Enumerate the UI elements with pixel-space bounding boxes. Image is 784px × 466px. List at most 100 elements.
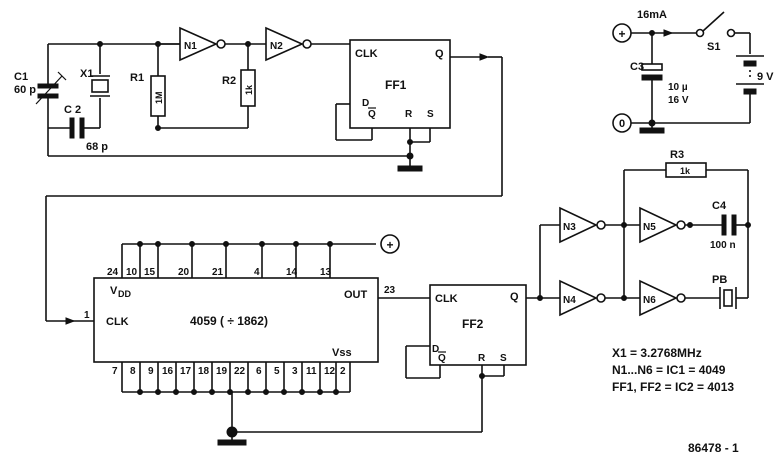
ff1-s-label: S — [427, 109, 434, 120]
c3-value2-label: 16 V — [668, 95, 689, 106]
bottom-pin-2: 8 — [130, 366, 136, 377]
divider-4059: V DD CLK 4059 ( ÷ 1862) OUT Vss 1 23 24 — [84, 234, 430, 395]
ic4059-part-label: 4059 ( ÷ 1862) — [190, 314, 268, 328]
note-ic1: N1...N6 = IC1 = 4049 — [612, 363, 726, 377]
inverter-n4: N4 — [559, 279, 640, 317]
crystal-x1: X1 — [80, 44, 110, 104]
inverter-n1: N1 — [158, 26, 266, 62]
inverter-n6: N6 — [639, 279, 720, 317]
ic4059-out-pin: 23 — [384, 285, 396, 296]
inverter-n5: N5 — [639, 206, 722, 244]
s1-ref-label: S1 — [707, 41, 720, 53]
note-ic2: FF1, FF2 = IC2 = 4013 — [612, 380, 734, 394]
bottom-pin-12: 11 — [306, 366, 317, 377]
vdd-pins: 24 10 15 20 21 4 14 13 — [107, 241, 333, 278]
ff2-s-label: S — [500, 353, 507, 364]
n3-label: N3 — [563, 222, 576, 233]
c3-value1-label: 10 µ — [668, 82, 688, 93]
n4-label: N4 — [563, 295, 576, 306]
bottom-pin-11: 3 — [292, 366, 298, 377]
inverter-n2: N2 — [265, 26, 350, 62]
ff1-d-label: D — [362, 98, 369, 109]
ff1-q-label: Q — [435, 48, 444, 60]
vss-pins: 7 8 9 16 17 18 19 22 6 5 3 11 12 2 — [112, 362, 351, 395]
vdd-plus-label: + — [386, 238, 393, 252]
ff2-clk-label: CLK — [435, 293, 458, 305]
c4-value-label: 100 n — [710, 240, 736, 251]
c2-value-label: 68 p — [86, 141, 108, 153]
c4-ref-label: C4 — [712, 200, 727, 212]
ground-symbol-supply — [639, 123, 665, 134]
switch-s1: S1 — [695, 11, 750, 53]
resistor-r3: 1k R3 — [665, 149, 707, 178]
capacitor-c4: C4 100 n — [710, 200, 748, 251]
ic4059-clk-pin: 1 — [84, 310, 90, 321]
ff1-qbar-label: Q — [368, 109, 376, 120]
ff1-clk-label: CLK — [355, 48, 378, 60]
ic4059-clk-label: CLK — [106, 316, 129, 328]
notes-block: X1 = 3.2768MHz N1...N6 = IC1 = 4049 FF1,… — [612, 346, 739, 455]
c1-value-label: 60 p — [14, 84, 36, 96]
ic4059-vss-label: Vss — [332, 347, 352, 359]
top-pin-1: 24 — [107, 267, 119, 278]
n5-label: N5 — [643, 222, 656, 233]
ic4059-out-label: OUT — [344, 289, 368, 301]
battery-9v: 9 V — [736, 33, 774, 123]
ff2-d-label: D — [432, 344, 439, 355]
r1-value-label: 1M — [154, 91, 164, 104]
n6-label: N6 — [643, 295, 656, 306]
trimmer-capacitor-c1: C1 60 p — [14, 44, 67, 156]
supply-current-label: 16mA — [637, 9, 667, 21]
r3-value-label: 1k — [680, 166, 691, 176]
bottom-pin-6: 18 — [198, 366, 210, 377]
top-pin-2: 10 — [126, 267, 138, 278]
bottom-pin-10: 5 — [274, 366, 280, 377]
ff2-q-label: Q — [510, 291, 519, 303]
bottom-pin-14: 2 — [340, 366, 346, 377]
inverter-n3: N3 — [559, 206, 640, 244]
figure-number: 86478 - 1 — [688, 441, 739, 455]
c2-ref-label: C 2 — [64, 104, 81, 116]
r2-ref-label: R2 — [222, 75, 236, 87]
c1-ref-label: C1 — [14, 71, 28, 83]
ic4059-vdd-label: V — [110, 285, 118, 297]
ff2-r-label: R — [478, 353, 486, 364]
top-pin-6: 4 — [254, 267, 260, 278]
top-pin-4: 20 — [178, 267, 190, 278]
bottom-pin-4: 16 — [162, 366, 174, 377]
top-pin-8: 13 — [320, 267, 332, 278]
n2-label: N2 — [270, 41, 283, 52]
r2-value-label: 1k — [244, 84, 254, 95]
resistor-r1: R1 1M — [130, 44, 248, 129]
piezo-buzzer-pb: PB — [712, 274, 748, 309]
supply-zero-label: 0 — [619, 118, 625, 130]
note-crystal: X1 = 3.2768MHz — [612, 346, 702, 360]
r1-ref-label: R1 — [130, 72, 144, 84]
bottom-pin-7: 19 — [216, 366, 228, 377]
resistor-r2: R2 1k — [222, 44, 256, 128]
output-driver-section: N3 N4 1k R3 N5 — [537, 149, 751, 317]
capacitor-c2: C 2 68 p — [48, 104, 108, 153]
oscillator-section: C1 60 p C 2 68 p X1 R1 — [14, 26, 503, 325]
pb-ref-label: PB — [712, 274, 727, 286]
top-pin-7: 14 — [286, 267, 298, 278]
bottom-pin-1: 7 — [112, 366, 118, 377]
r3-ref-label: R3 — [670, 149, 684, 161]
bottom-pin-3: 9 — [148, 366, 154, 377]
ff1-name-label: FF1 — [385, 78, 407, 92]
ff1-r-label: R — [405, 109, 413, 120]
supply-plus-label: + — [618, 27, 625, 41]
n1-label: N1 — [184, 41, 197, 52]
c3-ref-label: C3 — [630, 61, 644, 73]
bottom-pin-9: 6 — [256, 366, 262, 377]
x1-ref-label: X1 — [80, 68, 93, 80]
ground-symbol-2 — [217, 432, 247, 446]
supply-section: + 0 16mA S1 9 V — [612, 9, 774, 134]
flip-flop-ff1: CLK Q FF1 D Q R S — [335, 39, 451, 156]
ff2-qbar-label: Q — [438, 353, 446, 364]
bottom-pin-5: 17 — [180, 366, 192, 377]
battery-value-label: 9 V — [757, 71, 774, 83]
ic4059-vdd-sub-label: DD — [118, 289, 131, 299]
flip-flop-ff2: CLK Q FF2 D Q R S — [405, 284, 560, 379]
capacitor-c3: C3 10 µ 16 V — [630, 33, 689, 123]
